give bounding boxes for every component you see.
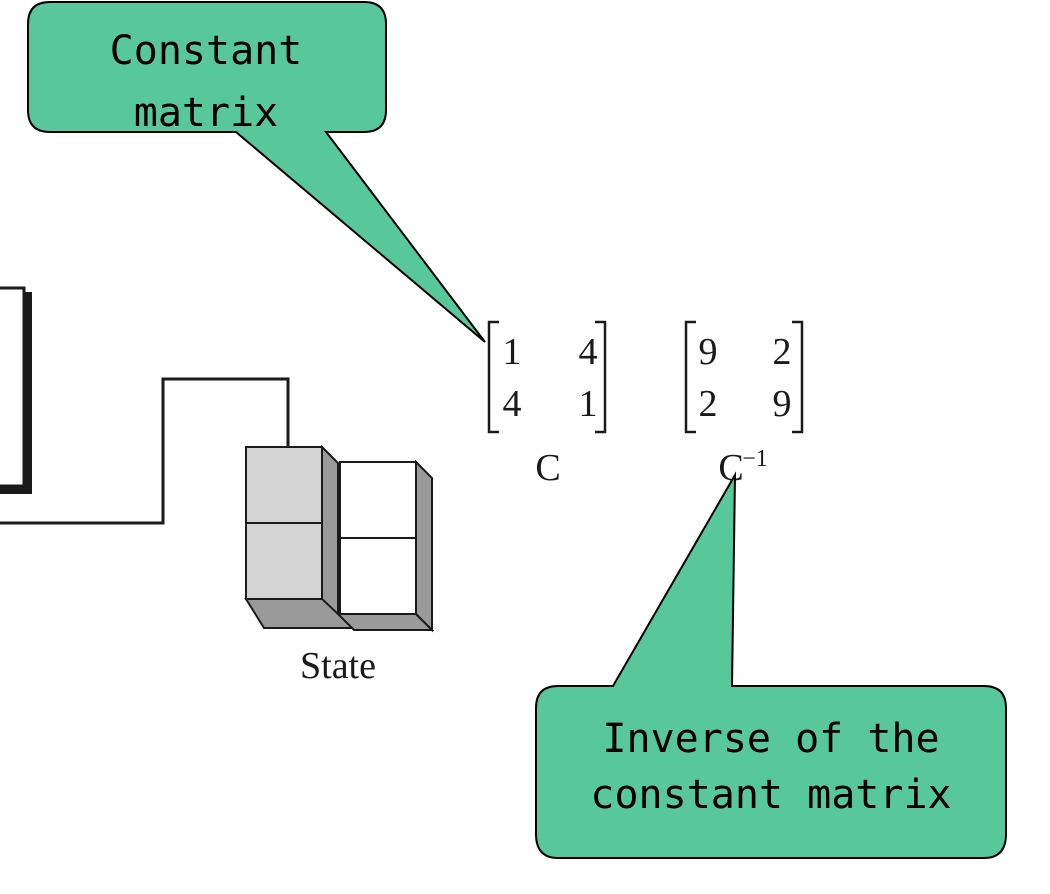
- callout-constant-matrix: Constant matrix: [27, 1, 486, 343]
- matrix-c-inverse-cell: 9: [773, 383, 792, 425]
- matrix-c-inverse-right-bracket: [792, 320, 804, 434]
- state-block: [244, 444, 435, 633]
- state-cell-bottom-right: [339, 537, 417, 615]
- matrix-c-cell: 4: [579, 331, 598, 373]
- matrix-c: 1 4 4 1 C: [487, 320, 607, 489]
- connector-line: [0, 377, 290, 525]
- matrix-c-inverse: 9 2 2 9 C −1: [684, 320, 804, 489]
- matrix-c-inverse-cell: 2: [773, 331, 792, 373]
- state-left-side: [321, 444, 339, 617]
- callout-inverse-matrix-line2: constant matrix: [590, 772, 951, 818]
- matrix-c-right-bracket: [595, 320, 607, 434]
- left-box-body: [0, 286, 26, 488]
- state-cell-top-left: [245, 446, 323, 524]
- matrix-c-cell: 1: [579, 383, 598, 425]
- state-cell-top-right: [339, 461, 417, 539]
- matrix-c-cell: 4: [503, 383, 522, 425]
- matrix-c-inverse-superscript: −1: [742, 446, 768, 472]
- callout-constant-matrix-shape: [27, 1, 486, 343]
- callout-inverse-matrix-line1: Inverse of the: [602, 716, 939, 762]
- callout-inverse-matrix: Inverse of the constant matrix: [535, 471, 1007, 859]
- matrix-c-left-bracket: [487, 320, 499, 434]
- left-box: [0, 286, 32, 494]
- matrix-c-inverse-cell: 9: [699, 331, 718, 373]
- matrix-c-inverse-cell: 2: [699, 383, 718, 425]
- matrix-c-inverse-left-bracket: [684, 320, 696, 434]
- callout-constant-matrix-line2: matrix: [134, 90, 279, 136]
- matrix-c-label: C: [535, 447, 560, 489]
- callout-inverse-matrix-shape: [535, 471, 1007, 859]
- state-right-side: [415, 459, 433, 633]
- matrix-c-cell: 1: [503, 331, 522, 373]
- callout-constant-matrix-line1: Constant: [110, 28, 303, 74]
- state-cell-bottom-left: [245, 522, 323, 600]
- state-label: State: [300, 645, 376, 687]
